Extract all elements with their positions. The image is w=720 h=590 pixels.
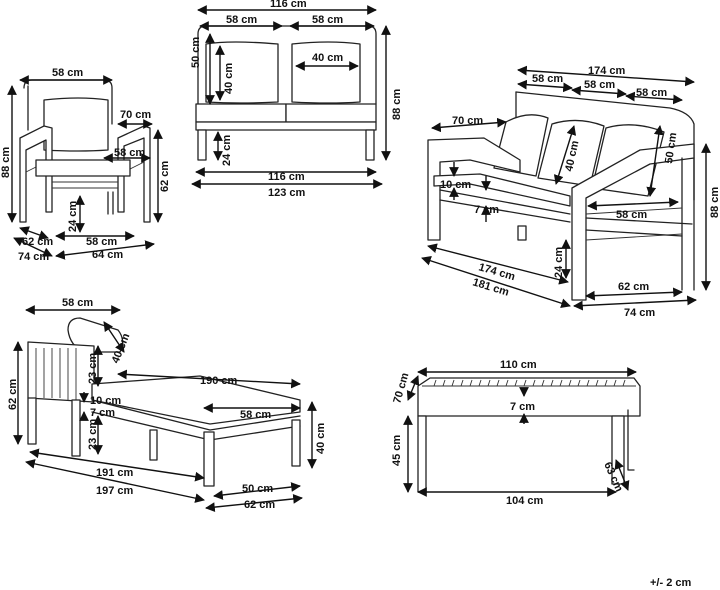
sofa-seat-depth-label: 58 cm <box>616 209 647 221</box>
lounger-seat-width-label: 58 cm <box>240 409 271 421</box>
lounger-drawing <box>27 317 301 487</box>
table-slat <box>541 379 545 387</box>
armchair-inner-width-label: 58 cm <box>86 236 117 248</box>
table-slat <box>460 379 464 387</box>
lounger-length-label: 190 cm <box>200 375 238 387</box>
armchair-arm-height-label: 62 cm <box>159 161 171 192</box>
loveseat-cushion-width-label: 40 cm <box>312 52 343 64</box>
table-slat <box>505 379 509 387</box>
table-slat <box>586 379 590 387</box>
lounger-height-label: 62 cm <box>7 379 19 410</box>
sofa-seat-1-label: 58 cm <box>532 73 563 85</box>
loveseat-cushion-height-label: 40 cm <box>223 63 235 94</box>
loveseat-seat-right-label: 58 cm <box>312 14 343 26</box>
armchair-depth-total-label: 74 cm <box>18 251 49 263</box>
armchair-seat-depth-label: 58 cm <box>114 147 145 159</box>
sofa-seat-height-label: 24 cm <box>553 247 565 278</box>
loveseat-width-total-label: 123 cm <box>268 187 306 199</box>
table-slat <box>550 379 554 387</box>
table-slat <box>496 379 500 387</box>
table-slat <box>478 379 482 387</box>
lounger-back-upper-label: 23 cm <box>87 353 99 384</box>
lounger-inner-width-label: 50 cm <box>242 483 273 495</box>
table-length-base-label: 104 cm <box>506 495 544 507</box>
table-slat <box>514 379 518 387</box>
table-slat <box>577 379 581 387</box>
lounger-seat-height-label: 40 cm <box>315 423 327 454</box>
table-slat <box>613 379 617 387</box>
sofa-seat-3-label: 58 cm <box>636 87 667 99</box>
armchair-height-label: 88 cm <box>0 147 12 178</box>
table-height-label: 45 cm <box>391 435 403 466</box>
sofa-depth-front-label: 62 cm <box>618 281 649 293</box>
lounger-length-total-label: 197 cm <box>96 485 134 497</box>
tolerance-note: +/- 2 cm <box>650 577 691 589</box>
table-slat <box>532 379 536 387</box>
lounger-dimensions: 58 cm 40 cm 23 cm 62 cm 190 cm 10 cm 7 c… <box>7 297 327 512</box>
sofa-cushion-thickness-label: 10 cm <box>440 179 471 191</box>
table-slat <box>604 379 608 387</box>
table-slat <box>523 379 527 387</box>
loveseat-height-label: 88 cm <box>391 89 403 120</box>
sofa-dimensions: 174 cm 58 cm 58 cm 58 cm 70 cm 10 cm 7 c… <box>421 65 720 319</box>
table-slat <box>442 379 446 387</box>
sofa-arm-depth-label: 70 cm <box>452 115 483 127</box>
armchair-width-label: 58 cm <box>52 67 83 79</box>
sofa-back-height-label: 50 cm <box>663 132 679 165</box>
lounger-cushion-thickness-label: 10 cm <box>90 395 121 407</box>
sofa-seat-2-label: 58 cm <box>584 79 615 91</box>
sofa-frame-gap-label: 7 cm <box>474 204 499 216</box>
table-slat <box>433 379 437 387</box>
armchair-width-total-label: 64 cm <box>92 249 123 261</box>
armchair-drawing <box>19 79 151 223</box>
table-length-top-label: 110 cm <box>500 359 537 371</box>
table-slat <box>469 379 473 387</box>
table-slat-gap-label: 7 cm <box>510 401 535 413</box>
lounger-back-width-label: 58 cm <box>62 297 93 309</box>
table-slat <box>622 379 626 387</box>
sofa-height-label: 88 cm <box>709 187 720 218</box>
table-slats <box>433 379 626 387</box>
armchair-arm-depth-label: 70 cm <box>120 109 151 121</box>
table-slat <box>451 379 455 387</box>
table-slat <box>568 379 572 387</box>
loveseat-dimensions: 116 cm 58 cm 58 cm 50 cm 40 cm 40 cm 88 … <box>190 0 403 199</box>
table-slat <box>487 379 491 387</box>
table-slat <box>559 379 563 387</box>
sofa-depth-total-label: 74 cm <box>624 307 655 319</box>
loveseat-inner-width-label: 116 cm <box>268 171 305 183</box>
lounger-width-total-label: 62 cm <box>244 499 275 511</box>
armchair-depth-front-label: 62 cm <box>22 236 53 248</box>
loveseat-seat-height-label: 24 cm <box>221 135 233 166</box>
sofa-width-total-top-label: 174 cm <box>588 65 626 77</box>
lounger-inner-length-label: 191 cm <box>96 467 134 479</box>
lounger-frame-gap-label: 7 cm <box>90 407 115 419</box>
loveseat-back-height-label: 50 cm <box>190 37 202 68</box>
loveseat-seat-left-label: 58 cm <box>226 14 257 26</box>
loveseat-width-top-label: 116 cm <box>270 0 307 10</box>
table-slat <box>595 379 599 387</box>
lounger-leg-height-label: 23 cm <box>87 419 99 450</box>
armchair-dimensions: 58 cm 70 cm 58 cm 88 cm 62 cm 24 cm 58 c… <box>0 67 171 263</box>
armchair-seat-height-label: 24 cm <box>67 201 79 232</box>
